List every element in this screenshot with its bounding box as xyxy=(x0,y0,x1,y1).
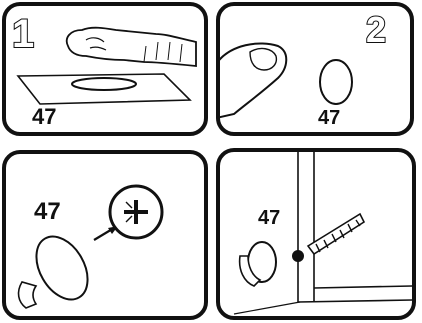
panel-attach-pad: 47 xyxy=(2,150,208,320)
peel-tab-icon xyxy=(19,282,36,308)
part-number-label: 47 xyxy=(258,208,280,228)
hand-icon xyxy=(67,28,196,66)
screw-head-icon xyxy=(292,250,304,262)
attach-pad-illustration xyxy=(6,154,204,316)
thumb-icon xyxy=(220,43,286,118)
pad-outline xyxy=(72,78,136,90)
part-number-label: 47 xyxy=(318,108,340,128)
step-number: 2 xyxy=(366,12,386,48)
panel-installed: 47 xyxy=(216,148,416,320)
installed-illustration xyxy=(220,152,412,316)
part-number-label: 47 xyxy=(34,200,61,224)
panel-step-1: 1 47 xyxy=(2,2,208,136)
floor-line xyxy=(234,302,300,314)
part-number-label: 47 xyxy=(32,106,56,128)
felt-pad-icon xyxy=(320,60,352,104)
felt-pad-icon xyxy=(26,228,98,309)
panel-step-2: 2 47 xyxy=(216,2,414,136)
step-number: 1 xyxy=(12,14,34,54)
screw-shaft-icon xyxy=(308,214,364,254)
